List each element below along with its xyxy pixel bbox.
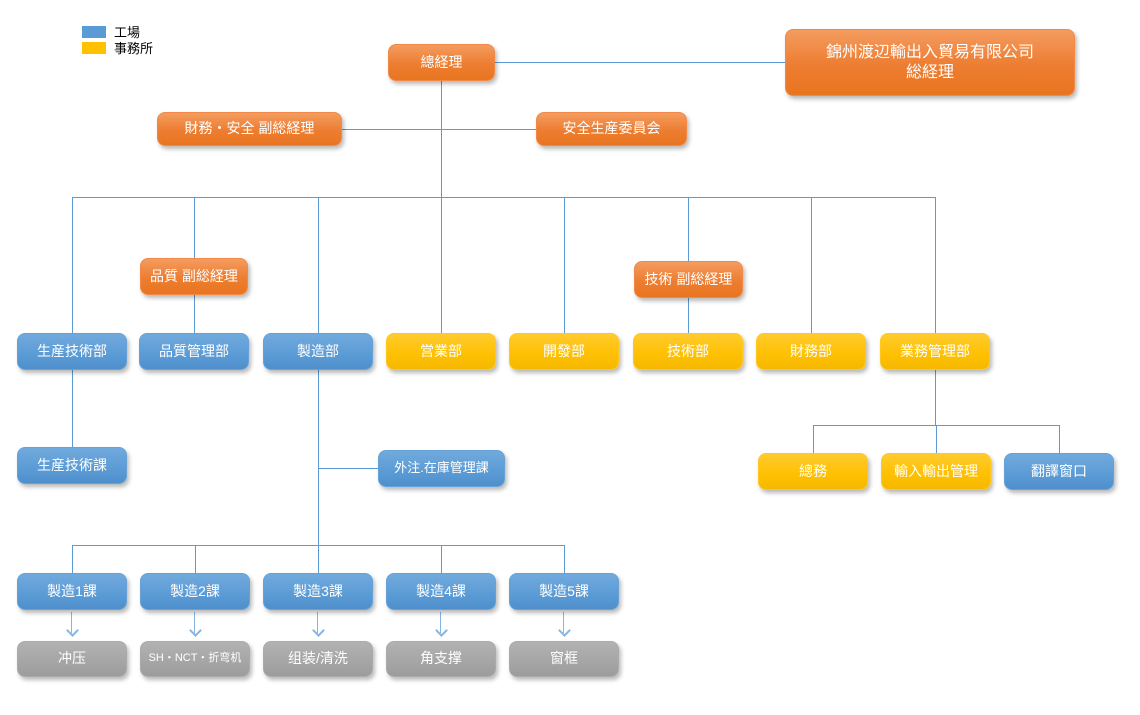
connector	[318, 468, 378, 469]
office-color-swatch	[82, 41, 106, 54]
node-technology-dept[interactable]: 技術部	[633, 333, 743, 370]
connector	[318, 370, 319, 545]
connector	[195, 545, 196, 573]
node-process-stamping[interactable]: 冲压	[17, 641, 127, 677]
connector	[564, 545, 565, 573]
node-development-dept[interactable]: 開發部	[509, 333, 619, 370]
node-manufacturing-dept[interactable]: 製造部	[263, 333, 373, 370]
connector	[72, 370, 73, 447]
node-finance-safety-deputy-gm[interactable]: 財務・安全 副総経理	[157, 112, 342, 146]
node-process-assembly-cleaning[interactable]: 组装/清洗	[263, 641, 373, 677]
legend-label-office: 事務所	[114, 41, 154, 56]
connector	[935, 197, 936, 333]
connector	[342, 129, 536, 130]
node-general-manager[interactable]: 總経理	[388, 44, 495, 81]
connector	[564, 197, 565, 333]
node-production-tech-dept[interactable]: 生産技術部	[17, 333, 127, 370]
node-outsourcing-inventory-section[interactable]: 外注.在庫管理課	[378, 450, 505, 487]
node-translation-window[interactable]: 翻譯窗口	[1004, 453, 1114, 490]
node-mfg-section-1[interactable]: 製造1課	[17, 573, 127, 610]
node-import-export-management[interactable]: 輸入輸出管理	[881, 453, 991, 490]
connector	[318, 197, 319, 333]
node-process-window-frame[interactable]: 窗框	[509, 641, 619, 677]
node-quality-control-dept[interactable]: 品質管理部	[139, 333, 249, 370]
node-quality-deputy-gm[interactable]: 品質 副総経理	[140, 258, 248, 295]
connector	[495, 62, 785, 63]
connector	[811, 197, 812, 333]
node-process-corner-support[interactable]: 角支撑	[386, 641, 496, 677]
company-name: 錦州渡辺輸出入貿易有限公司	[825, 43, 1034, 61]
node-general-affairs[interactable]: 總務	[758, 453, 868, 490]
connector	[72, 545, 73, 573]
node-mfg-section-5[interactable]: 製造5課	[509, 573, 619, 610]
down-arrow-icon	[189, 612, 202, 640]
legend: 工場 事務所	[82, 24, 153, 56]
connector	[1059, 425, 1060, 453]
node-sales-dept[interactable]: 営業部	[386, 333, 496, 370]
node-mfg-section-3[interactable]: 製造3課	[263, 573, 373, 610]
node-finance-dept[interactable]: 財務部	[756, 333, 866, 370]
down-arrow-icon	[312, 612, 325, 640]
node-mfg-section-4[interactable]: 製造4課	[386, 573, 496, 610]
node-process-sh-nct-bending[interactable]: SH・NCT・折弯机	[140, 641, 250, 677]
legend-item-office: 事務所	[82, 40, 154, 56]
connector	[813, 425, 814, 453]
connector	[441, 81, 442, 197]
factory-color-swatch	[82, 25, 106, 38]
connector	[72, 197, 936, 198]
company-gm-title: 総経理	[905, 63, 954, 81]
node-business-admin-dept[interactable]: 業務管理部	[880, 333, 990, 370]
legend-item-factory: 工場	[82, 24, 153, 40]
connector	[936, 425, 937, 453]
down-arrow-icon	[435, 612, 448, 640]
connector	[935, 370, 936, 425]
connector	[72, 197, 73, 333]
node-tech-deputy-gm[interactable]: 技術 副総経理	[634, 261, 743, 298]
node-trading-company-gm[interactable]: 錦州渡辺輸出入貿易有限公司 総経理	[785, 29, 1075, 96]
down-arrow-icon	[66, 612, 79, 640]
connector	[318, 545, 319, 573]
legend-label-factory: 工場	[114, 25, 141, 40]
connector	[441, 197, 442, 333]
node-mfg-section-2[interactable]: 製造2課	[140, 573, 250, 610]
connector	[441, 545, 442, 573]
down-arrow-icon	[558, 612, 571, 640]
node-safety-production-committee[interactable]: 安全生産委員会	[536, 112, 687, 146]
node-production-tech-section[interactable]: 生産技術課	[17, 447, 127, 484]
